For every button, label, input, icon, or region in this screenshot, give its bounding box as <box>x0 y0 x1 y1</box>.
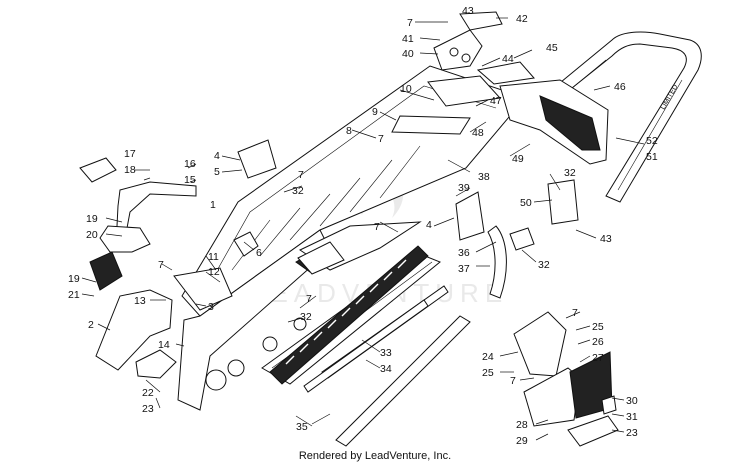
callout-32: 32 <box>564 167 576 179</box>
callout-32: 32 <box>538 259 550 271</box>
callout-31: 31 <box>626 411 638 423</box>
callout-30: 30 <box>626 395 638 407</box>
callout-40: 40 <box>402 48 414 60</box>
callout-49: 49 <box>512 153 524 165</box>
callout-7: 7 <box>306 293 312 305</box>
callout-7: 7 <box>158 259 164 271</box>
left-parts <box>79 139 345 379</box>
callout-13: 13 <box>134 295 146 307</box>
callout-41: 41 <box>402 33 414 45</box>
callout-10: 10 <box>400 83 412 95</box>
callout-3: 3 <box>208 301 214 313</box>
callout-8: 8 <box>346 125 352 137</box>
callout-12: 12 <box>208 266 220 278</box>
callout-19: 19 <box>86 213 98 225</box>
callout-4: 4 <box>426 219 432 231</box>
callout-33: 33 <box>380 347 392 359</box>
snow-flap <box>476 61 609 165</box>
callout-5: 5 <box>214 166 220 178</box>
callout-39: 39 <box>458 182 470 194</box>
callout-42: 42 <box>516 13 528 25</box>
callout-29: 29 <box>516 435 528 447</box>
callout-7: 7 <box>510 375 516 387</box>
callout-32: 32 <box>300 311 312 323</box>
callout-22: 22 <box>142 387 154 399</box>
callout-11: 11 <box>208 251 219 263</box>
callout-46: 46 <box>614 81 626 93</box>
callout-52: 52 <box>646 135 658 147</box>
callout-50: 50 <box>520 197 532 209</box>
callout-23: 23 <box>626 427 638 439</box>
callout-17: 17 <box>124 148 136 160</box>
callout-35: 35 <box>296 421 308 433</box>
callout-37: 37 <box>458 263 470 275</box>
callout-23: 23 <box>142 403 154 415</box>
callout-34: 34 <box>380 363 392 375</box>
callout-44: 44 <box>502 53 514 65</box>
callout-4: 4 <box>214 150 220 162</box>
callout-15: 15 <box>184 174 196 186</box>
callout-43: 43 <box>600 233 612 245</box>
callout-47: 47 <box>490 95 502 107</box>
callout-18: 18 <box>124 164 136 176</box>
callout-7: 7 <box>572 307 578 319</box>
rails <box>303 285 471 447</box>
callout-7: 7 <box>407 17 413 29</box>
callout-16: 16 <box>184 158 196 170</box>
callout-38: 38 <box>478 171 490 183</box>
top-bracket <box>433 11 503 71</box>
callout-25: 25 <box>482 367 494 379</box>
callout-43: 43 <box>462 5 474 17</box>
callout-19: 19 <box>68 273 80 285</box>
callout-21: 21 <box>68 289 80 301</box>
callout-45: 45 <box>546 42 558 54</box>
callout-labels: 7 43 42 41 40 44 45 46 10 47 9 8 48 49 5… <box>68 5 658 447</box>
callout-20: 20 <box>86 229 98 241</box>
callout-7: 7 <box>374 221 380 233</box>
leader-lines <box>81 17 645 441</box>
callout-2: 2 <box>88 319 94 331</box>
callout-27: 27 <box>592 352 604 364</box>
callout-26: 26 <box>592 336 604 348</box>
callout-6: 6 <box>256 247 262 259</box>
callout-7: 7 <box>298 169 304 181</box>
callout-25: 25 <box>592 321 604 333</box>
callout-28: 28 <box>516 419 528 431</box>
callout-1: 1 <box>210 199 216 211</box>
callout-14: 14 <box>158 339 170 351</box>
callout-51: 51 <box>646 151 658 163</box>
callout-24: 24 <box>482 351 494 363</box>
callout-32: 32 <box>292 185 304 197</box>
right-parts <box>455 179 619 447</box>
callout-48: 48 <box>472 127 484 139</box>
callout-7: 7 <box>378 133 384 145</box>
render-credit: Rendered by LeadVenture, Inc. <box>298 450 452 462</box>
callout-9: 9 <box>372 106 378 118</box>
callout-36: 36 <box>458 247 470 259</box>
